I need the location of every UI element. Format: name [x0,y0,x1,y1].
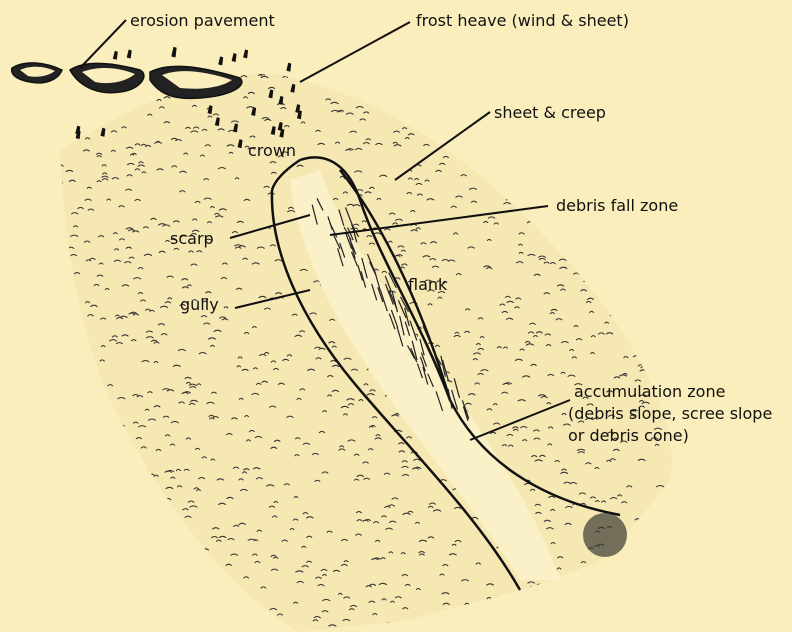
label-gully: gully [180,295,219,314]
leader-erosion-pavement [80,20,126,68]
leader-frost-heave [300,22,410,82]
label-debris-fall-zone: debris fall zone [556,196,678,215]
label-flank: flank [408,275,448,294]
label-crown: crown [248,141,296,160]
label-frost-heave: frost heave (wind & sheet) [416,11,629,30]
label-accumulation-zone-2: (debris slope, scree slope [568,404,772,423]
label-accumulation-zone-1: accumulation zone [574,382,725,401]
label-erosion-pavement: erosion pavement [130,11,275,30]
label-accumulation-zone-3: or debris cone) [568,426,689,445]
accumulation-dark-spot [583,513,627,557]
label-scarp: scarp [170,229,214,248]
label-sheet-creep: sheet & creep [494,103,606,122]
